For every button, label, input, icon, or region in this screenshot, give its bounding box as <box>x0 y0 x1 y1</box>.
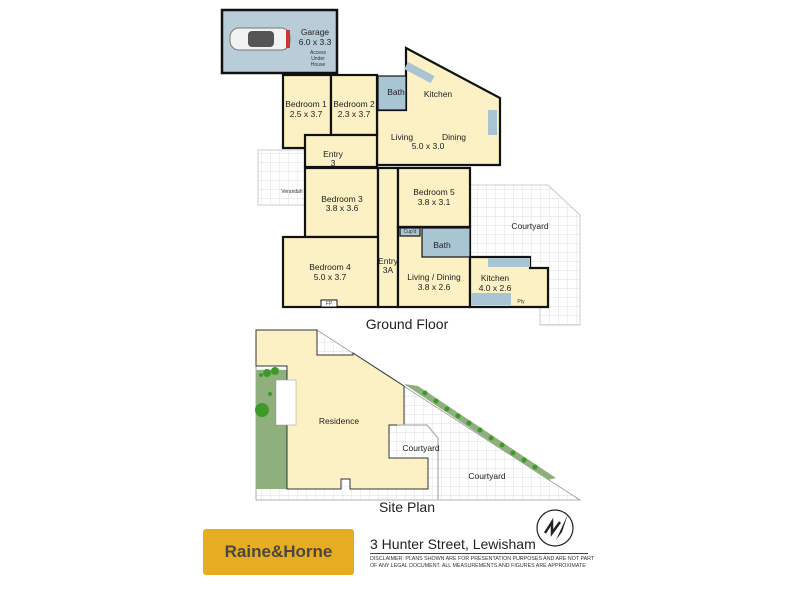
bedroom-2 <box>329 73 379 137</box>
room-label: Bedroom 4 <box>309 262 351 272</box>
room-label: Living / Dining <box>407 272 461 282</box>
car-icon <box>229 27 291 51</box>
note: Under <box>311 56 325 62</box>
room-label: Living <box>391 132 413 142</box>
room-label: Kitchen <box>481 273 510 283</box>
room-size: 6.0 x 3.3 <box>299 37 332 47</box>
room-size: 3.8 x 3.6 <box>326 203 359 213</box>
residence-label: Residence <box>319 416 359 426</box>
room-size: 5.0 x 3.7 <box>314 272 347 282</box>
note: FP <box>326 301 333 307</box>
courtyard-label: Courtyard <box>468 471 506 481</box>
room-label: Bedroom 3 <box>321 194 363 204</box>
room-size: 3.8 x 2.6 <box>418 282 451 292</box>
hallway <box>376 166 400 309</box>
bedroom-5 <box>396 166 472 229</box>
room-size: 3 <box>331 158 336 168</box>
note: House <box>311 62 326 68</box>
room-label: Kitchen <box>424 89 453 99</box>
bath-1 <box>377 75 407 111</box>
room-label: Bedroom 1 <box>285 99 327 109</box>
room-label: Garage <box>301 27 330 37</box>
residence <box>255 329 429 490</box>
room-label: Bath <box>433 240 451 250</box>
note: Pty <box>517 299 525 305</box>
note: Verandah <box>281 189 303 195</box>
bath-2 <box>421 227 471 258</box>
tree-icons <box>255 367 538 470</box>
note: Cup'd <box>404 229 417 235</box>
room-label: Entry <box>378 256 399 266</box>
ground-floor-title: Ground Floor <box>366 316 449 332</box>
room-size: 5.0 x 3.0 <box>412 141 445 151</box>
room-label: Courtyard <box>511 221 549 231</box>
ground-floor-plan: Garage 6.0 x 3.3 Access Under House Bedr… <box>220 8 581 332</box>
verandah-area <box>257 149 306 206</box>
room-label: Bedroom 5 <box>413 187 455 197</box>
room-label: Dining <box>442 132 466 142</box>
bedroom-4 <box>281 235 380 309</box>
note: Access <box>310 50 327 56</box>
compass-icon <box>536 509 574 547</box>
property-address: 3 Hunter Street, Lewisham <box>370 536 536 552</box>
courtyard-label: Courtyard <box>402 443 440 453</box>
room-size: 4.0 x 2.6 <box>479 283 512 293</box>
cupboard <box>399 227 421 237</box>
room-size: 3A <box>383 265 394 275</box>
room-label: Entry <box>323 149 344 159</box>
raine-horne-logo: Raine&Horne <box>203 529 354 575</box>
site-plan-title: Site Plan <box>379 499 435 515</box>
room-size: 3.8 x 3.1 <box>418 197 451 207</box>
room-size: 2.5 x 3.7 <box>290 109 323 119</box>
divider <box>370 553 588 554</box>
disclaimer: DISCLAIMER: PLANS SHOWN ARE FOR PRESENTA… <box>370 556 594 569</box>
room-size: 2.3 x 3.7 <box>338 109 371 119</box>
room-label: Bath <box>387 87 405 97</box>
site-plan: Residence Courtyard Courtyard Site Plan <box>255 329 582 515</box>
room-label: Bedroom 2 <box>333 99 375 109</box>
